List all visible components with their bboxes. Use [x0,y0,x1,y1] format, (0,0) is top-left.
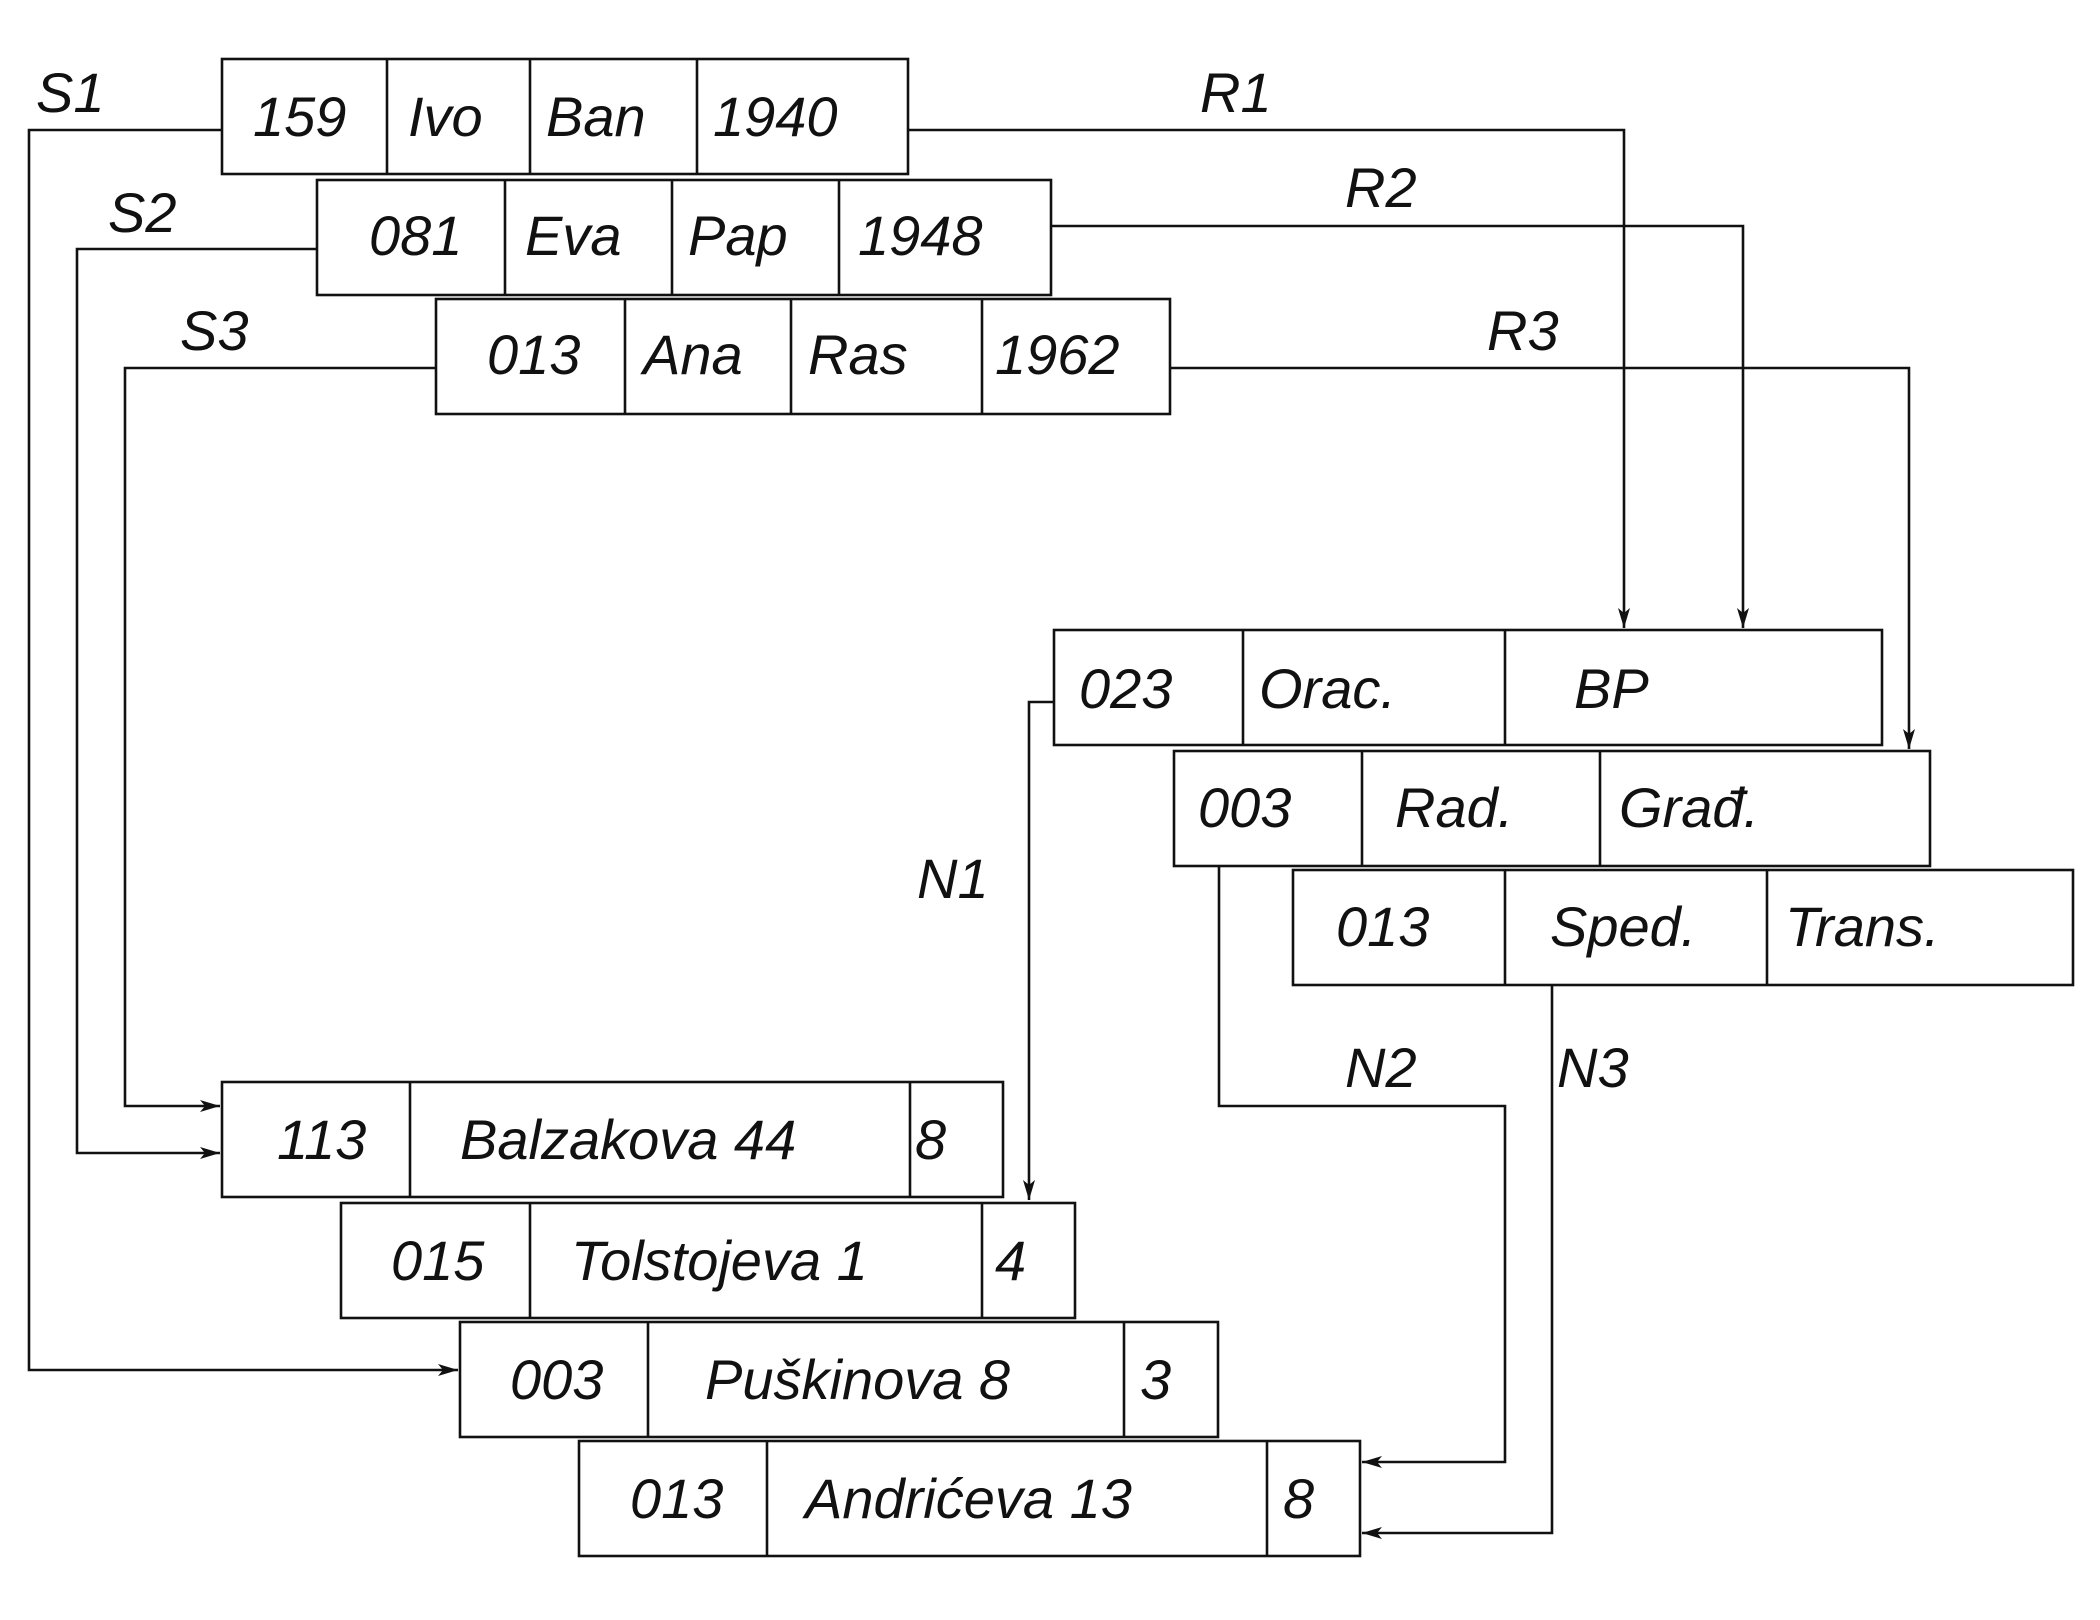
address-3-id: 003 [510,1348,603,1411]
person-2-year: 1948 [858,204,983,267]
department-3-id: 013 [1336,895,1429,958]
person-record-1 [220,57,910,176]
address-2-street: Tolstojeva 1 [571,1229,868,1292]
address-1-number: 8 [915,1108,946,1171]
address-3-street: Puškinova 8 [705,1348,1010,1411]
link-s1 [27,128,458,1376]
label-s3: S3 [180,299,249,362]
person-1-year: 1940 [713,85,838,148]
department-2-id: 003 [1198,776,1291,839]
link-n3 [1362,985,1554,1539]
address-3-number: 3 [1140,1348,1171,1411]
label-n1: N1 [917,847,989,910]
department-1-code: BP [1574,657,1649,720]
link-r1 [908,128,1630,628]
label-s2: S2 [108,181,177,244]
label-r2: R2 [1345,156,1417,219]
department-1-name: Orac. [1259,657,1396,720]
address-4-id: 013 [630,1467,723,1530]
person-2-id: 081 [369,204,462,267]
label-n2: N2 [1345,1036,1417,1099]
link-n2 [1217,866,1507,1468]
link-r2 [1051,224,1749,628]
address-4-street: Andrićeva 13 [802,1467,1132,1530]
person-3-firstname: Ana [640,323,743,386]
link-s2 [75,247,317,1159]
person-record-2 [315,178,1053,297]
person-3-year: 1962 [995,323,1120,386]
department-3-name: Sped. [1550,895,1696,958]
link-s3 [123,366,436,1112]
person-record-3 [434,297,1172,416]
person-2-firstname: Eva [525,204,622,267]
address-4-number: 8 [1283,1467,1314,1530]
link-r3 [1170,366,1915,749]
person-3-lastname: Ras [808,323,908,386]
address-record-2 [339,1201,1077,1320]
address-1-street: Balzakova 44 [460,1108,796,1171]
person-1-id: 159 [253,85,346,148]
department-3-code: Trans. [1785,895,1940,958]
address-2-id: 015 [391,1229,485,1292]
person-1-lastname: Ban [546,85,646,148]
address-record-3 [458,1320,1220,1439]
person-1-firstname: Ivo [408,85,483,148]
department-1-id: 023 [1079,657,1172,720]
label-r3: R3 [1487,299,1559,362]
label-r1: R1 [1200,61,1272,124]
label-n3: N3 [1557,1036,1629,1099]
link-n1 [1023,700,1054,1200]
label-s1: S1 [36,61,105,124]
person-3-id: 013 [487,323,580,386]
address-2-number: 4 [995,1229,1026,1292]
department-record-3 [1291,868,2075,987]
department-2-code: Građ. [1619,776,1759,839]
department-record-2 [1172,749,1932,868]
address-record-4 [577,1439,1362,1558]
department-2-name: Rad. [1395,776,1513,839]
person-2-lastname: Pap [688,204,788,267]
address-record-1 [220,1080,1005,1199]
address-1-id: 113 [277,1108,366,1171]
department-record-1 [1052,628,1884,747]
